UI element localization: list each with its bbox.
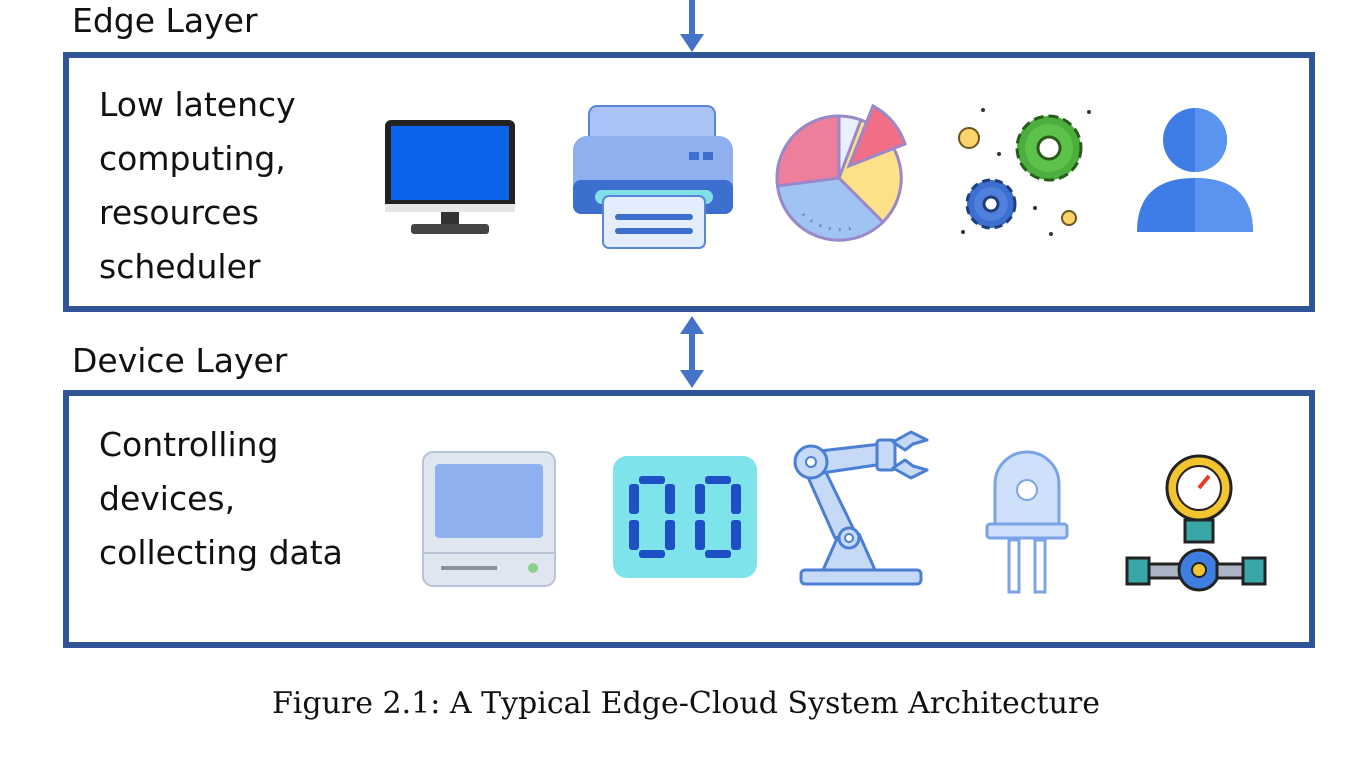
digital-display-icon: [613, 456, 757, 578]
device-layer-box: Controlling devices, collecting data: [63, 390, 1315, 648]
edge-layer-box: Low latency computing, resources schedul…: [63, 52, 1315, 312]
bidirectional-arrow: [680, 316, 704, 388]
figure-caption: Figure 2.1: A Typical Edge-Cloud System …: [271, 686, 1101, 721]
user-icon: [1137, 108, 1253, 232]
pie-chart-icon: [775, 104, 907, 242]
edge-layer-title: Edge Layer: [72, 1, 258, 40]
computer-icon: [422, 451, 556, 587]
gears-icon: [958, 108, 1091, 236]
robot-arm-icon: [793, 430, 929, 586]
incoming-arrow: [680, 0, 704, 52]
pressure-gauge-icon: [1125, 454, 1267, 592]
device-layer-title: Device Layer: [72, 341, 288, 380]
edge-layer-description: Low latency computing, resources schedul…: [99, 85, 296, 286]
printer-icon: [573, 105, 733, 249]
monitor-icon: [385, 120, 515, 234]
device-layer-description: Controlling devices, collecting data: [99, 425, 343, 572]
led-icon: [985, 450, 1069, 594]
